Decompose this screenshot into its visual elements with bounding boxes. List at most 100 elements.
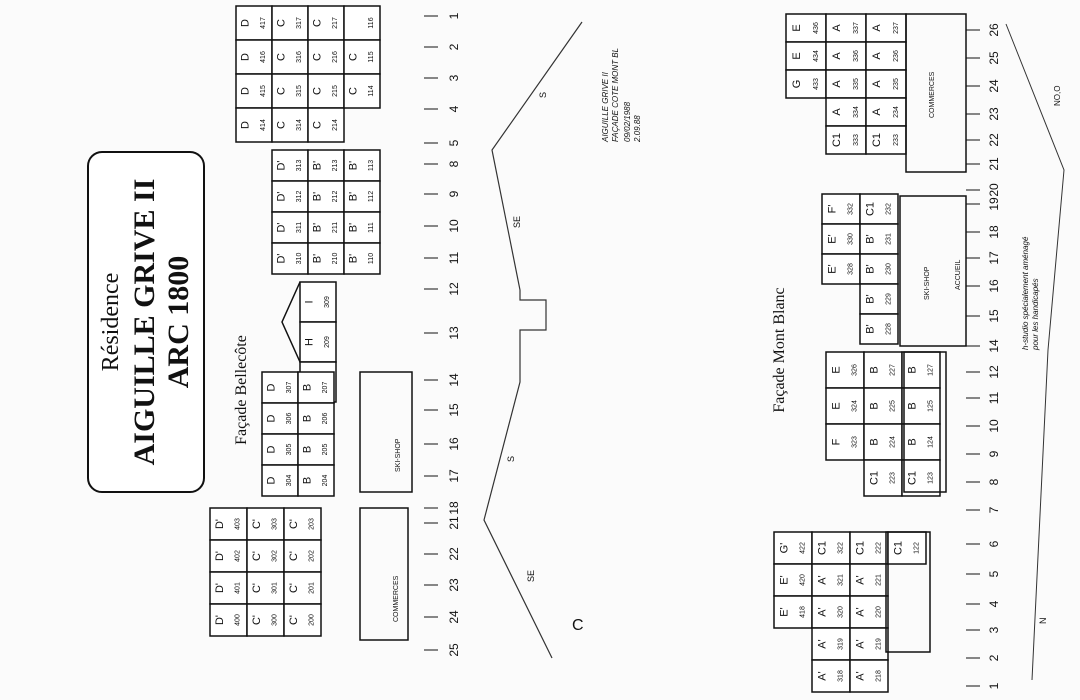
- unit-number: 333: [853, 134, 860, 146]
- unit-number: 311: [296, 222, 303, 233]
- facade-bellecote-label: Façade Bellecôte: [233, 335, 250, 445]
- unit-number: 433: [813, 78, 820, 90]
- ski-shop-bottom: SKI-SHOP: [924, 266, 931, 300]
- unit-outline: [307, 211, 345, 244]
- top-block: D'403D'402D'401D'400C'303C'302C'301C'300…: [209, 507, 322, 637]
- unit-number: 309: [324, 296, 331, 308]
- compass-s-2: S: [506, 456, 516, 462]
- bottom-unit: A'219: [849, 627, 889, 661]
- caption-line-3: 09/02/1988: [623, 101, 632, 142]
- unit-number: 320: [837, 606, 844, 618]
- unit-outline: [785, 13, 827, 43]
- unit-type: B': [348, 254, 360, 263]
- top-unit: D'312: [271, 180, 309, 213]
- top-unit: C'202: [283, 539, 322, 573]
- unit-type: B: [302, 415, 314, 422]
- unit-outline: [283, 571, 322, 605]
- unit-number: 307: [286, 382, 293, 394]
- unit-outline: [849, 659, 889, 693]
- unit-type: B': [864, 294, 876, 303]
- axis-label: 24: [987, 79, 1001, 93]
- unit-number: 422: [799, 542, 806, 554]
- north-line: [1005, 23, 1065, 681]
- accueil-label: ACCUEIL: [955, 260, 962, 290]
- top-unit: D'402: [209, 539, 248, 573]
- unit-outline: [307, 242, 345, 275]
- unit-number: 209: [324, 336, 331, 348]
- top-unit: B'111: [343, 211, 381, 244]
- unit-type: E: [830, 402, 842, 409]
- axis-label: 11: [447, 251, 461, 264]
- axis-label: 10: [447, 219, 461, 233]
- unit-number: 113: [368, 160, 375, 171]
- unit-outline: [825, 97, 867, 127]
- unit-outline: [863, 351, 903, 389]
- unit-outline: [297, 464, 335, 497]
- unit-type: A: [871, 80, 883, 88]
- unit-number: 214: [332, 119, 339, 131]
- top-unit: B'210: [307, 242, 345, 275]
- axis-label: 22: [447, 547, 461, 561]
- unit-number: 203: [309, 518, 316, 530]
- top-unit: B'211: [307, 211, 345, 244]
- unit-number: 234: [893, 106, 900, 118]
- unit-number: 415: [260, 85, 267, 97]
- unit-number: 123: [927, 472, 934, 484]
- unit-outline: [825, 423, 865, 461]
- unit-type: G: [791, 80, 803, 89]
- unit-type: E': [778, 607, 790, 616]
- unit-number: 310: [296, 253, 303, 265]
- unit-type: D': [276, 191, 288, 201]
- unit-number: 417: [260, 17, 267, 29]
- unit-outline: [849, 563, 889, 597]
- unit-outline: [901, 459, 941, 497]
- top-unit: C'203: [283, 507, 322, 541]
- unit-type: B: [906, 366, 918, 373]
- axis-label: 5: [447, 139, 461, 146]
- unit-outline: [865, 125, 907, 155]
- axis-label: 12: [447, 282, 461, 296]
- unit-type: B': [864, 234, 876, 243]
- unit-type: D: [240, 87, 252, 95]
- top-unit: C'302: [246, 539, 285, 573]
- unit-type: A: [871, 108, 883, 116]
- unit-type: B': [312, 254, 324, 263]
- unit-type: C: [348, 87, 360, 95]
- unit-outline: [283, 603, 322, 637]
- unit-number: 414: [260, 119, 267, 131]
- unit-type: A': [816, 575, 828, 584]
- unit-outline: [283, 539, 322, 573]
- unit-number: 217: [332, 17, 339, 29]
- unit-number: 224: [889, 436, 896, 448]
- unit-type: C': [251, 551, 263, 561]
- unit-number: 318: [837, 670, 844, 682]
- unit-number: 323: [851, 436, 858, 448]
- unit-number: 227: [889, 364, 896, 376]
- retail-box: [359, 507, 409, 641]
- unit-type: D': [214, 551, 226, 561]
- unit-type: E: [791, 24, 803, 31]
- axis-label: 4: [987, 600, 1001, 607]
- unit-number: 125: [927, 400, 934, 412]
- unit-outline: [865, 97, 907, 127]
- unit-outline: [343, 73, 381, 109]
- unit-type: A': [854, 639, 866, 648]
- compass-se-2: SE: [526, 570, 536, 582]
- unit-outline: [821, 223, 861, 255]
- unit-number: 110: [368, 253, 375, 264]
